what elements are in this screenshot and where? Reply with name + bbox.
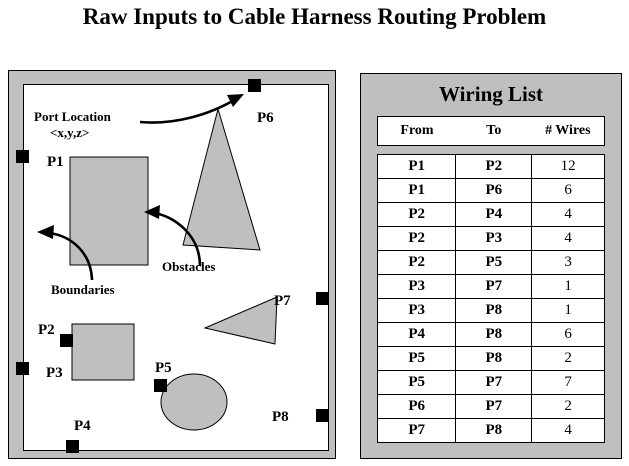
cell-from: P2 xyxy=(378,202,457,227)
cell-wires: 12 xyxy=(531,155,604,179)
cell-wires: 4 xyxy=(531,418,604,442)
port-location-arrow xyxy=(139,94,244,124)
routing-environment-diagram: Port Location <x,y,z> Obstacles Boundari… xyxy=(8,70,336,459)
port-label-p8: P8 xyxy=(272,409,289,425)
port-marker-p5[interactable] xyxy=(154,379,167,392)
port-label-p4: P4 xyxy=(74,418,91,434)
page-title: Raw Inputs to Cable Harness Routing Prob… xyxy=(82,4,547,29)
cell-wires: 7 xyxy=(531,370,604,395)
cell-to: P7 xyxy=(455,394,533,419)
cell-from: P5 xyxy=(378,346,457,371)
annotation-port-location-line1: Port Location xyxy=(34,109,111,124)
cell-wires: 6 xyxy=(531,322,604,347)
diagram-interior: Port Location <x,y,z> Obstacles Boundari… xyxy=(23,84,329,451)
port-marker-p1[interactable] xyxy=(16,150,29,163)
obstacle-rectangle-small xyxy=(71,323,135,381)
obstacle-rectangle-large xyxy=(69,156,149,266)
annotation-port-location-line2: <x,y,z> xyxy=(50,125,90,140)
port-label-p2: P2 xyxy=(38,322,55,338)
port-label-p1: P1 xyxy=(47,154,64,170)
cell-from: P3 xyxy=(378,298,457,323)
cell-to: P7 xyxy=(455,370,533,395)
cell-to: P8 xyxy=(455,418,533,442)
port-label-p3: P3 xyxy=(46,365,63,381)
cell-from: P7 xyxy=(378,418,457,442)
port-marker-p2[interactable] xyxy=(60,334,73,347)
annotation-obstacles: Obstacles xyxy=(162,259,216,274)
cell-to: P5 xyxy=(455,250,533,275)
cell-to: P8 xyxy=(455,322,533,347)
boundaries-arrow xyxy=(37,225,94,281)
cell-wires: 2 xyxy=(531,394,604,419)
port-marker-p3[interactable] xyxy=(16,362,29,375)
cell-wires: 3 xyxy=(531,250,604,275)
cell-wires: 6 xyxy=(531,178,604,203)
obstacle-triangle-upper xyxy=(182,107,261,251)
cell-wires: 1 xyxy=(531,298,604,323)
cell-from: P2 xyxy=(378,226,457,251)
cell-to: P7 xyxy=(455,274,533,299)
port-label-p5: P5 xyxy=(155,360,172,376)
port-label-p6: P6 xyxy=(257,110,274,126)
diagram-shapes xyxy=(37,94,278,431)
cell-to: P8 xyxy=(455,298,533,323)
wiring-list-header-row: From To # Wires xyxy=(377,116,605,146)
cell-to: P4 xyxy=(455,202,533,227)
wiring-list-title: Wiring List xyxy=(438,82,544,106)
port-label-p7: P7 xyxy=(274,293,291,309)
obstacle-ellipse xyxy=(160,373,228,431)
cell-to: P8 xyxy=(455,346,533,371)
cell-from: P2 xyxy=(378,250,457,275)
cell-to: P6 xyxy=(455,178,533,203)
cell-from: P1 xyxy=(378,178,457,203)
annotation-boundaries: Boundaries xyxy=(51,282,115,297)
column-header-from: From xyxy=(400,123,434,138)
port-marker-p7[interactable] xyxy=(316,292,329,305)
port-marker-p8[interactable] xyxy=(316,409,329,422)
cell-from: P1 xyxy=(378,155,457,179)
cell-from: P6 xyxy=(378,394,457,419)
cell-from: P5 xyxy=(378,370,457,395)
obstacles-arrow xyxy=(144,205,202,267)
cell-to: P3 xyxy=(455,226,533,251)
column-header-wires: # Wires xyxy=(545,123,591,138)
cell-to: P2 xyxy=(455,155,533,179)
column-header-to: To xyxy=(486,123,502,138)
cell-wires: 2 xyxy=(531,346,604,371)
port-marker-p6[interactable] xyxy=(248,79,261,92)
cell-from: P4 xyxy=(378,322,457,347)
cell-wires: 1 xyxy=(531,274,604,299)
obstacle-triangle-lower xyxy=(203,296,278,345)
cell-wires: 4 xyxy=(531,226,604,251)
cell-from: P3 xyxy=(378,274,457,299)
port-marker-p4[interactable] xyxy=(66,440,79,453)
cell-wires: 4 xyxy=(531,202,604,227)
